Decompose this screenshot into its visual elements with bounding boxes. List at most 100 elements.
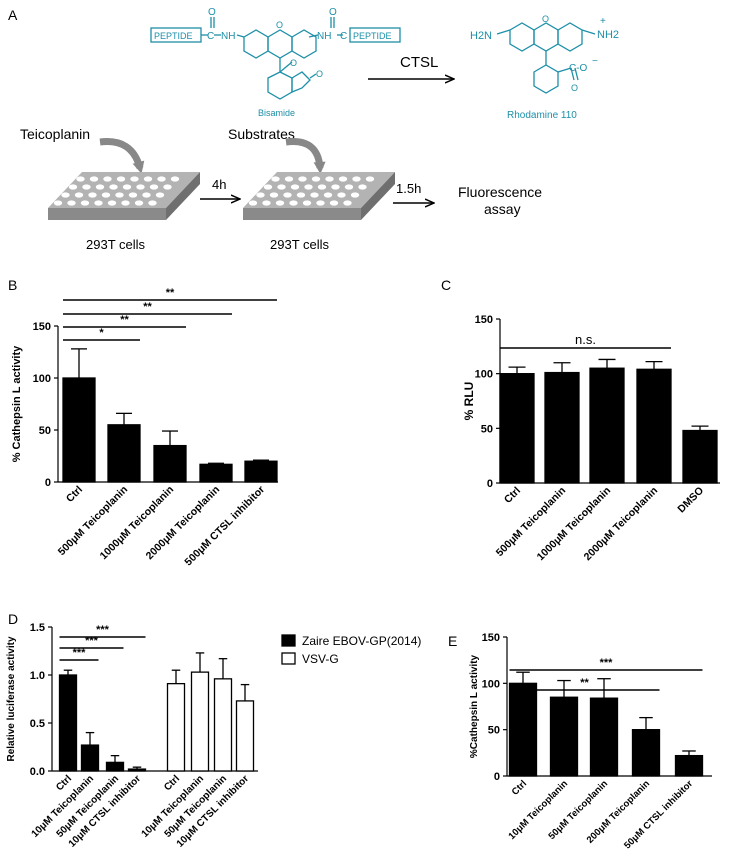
well — [283, 192, 292, 198]
ring-left — [243, 29, 269, 59]
peptide-label-right: PEPTIDE — [353, 31, 392, 41]
well — [149, 184, 159, 190]
category-label: Ctrl — [64, 484, 85, 505]
significance-label: *** — [96, 624, 110, 636]
panel-e-letter: E — [448, 633, 457, 649]
y-axis-label: % Cathepsin L activity — [11, 345, 23, 462]
legend-swatch — [281, 634, 296, 647]
well — [121, 200, 130, 206]
well-plate-2 — [243, 172, 395, 220]
well — [88, 192, 97, 198]
nh-label-right: NH — [317, 31, 331, 42]
well — [163, 184, 172, 190]
well — [344, 184, 354, 190]
well — [170, 176, 180, 182]
y-tick-label: 0.5 — [30, 718, 45, 730]
well — [134, 200, 144, 206]
bar — [499, 373, 535, 484]
well — [262, 200, 271, 206]
significance-label: n.s. — [575, 332, 596, 347]
well — [136, 184, 145, 190]
y-tick-label: 150 — [33, 321, 51, 333]
well — [323, 192, 333, 198]
well — [350, 192, 360, 198]
bar — [589, 697, 619, 777]
bar — [80, 744, 100, 772]
well — [329, 200, 339, 206]
bar — [508, 682, 538, 777]
significance-label: * — [99, 327, 104, 339]
ring-center — [267, 29, 293, 59]
well — [53, 200, 63, 206]
rhodamine-structure — [496, 22, 596, 94]
category-label: Ctrl — [502, 485, 523, 506]
bar — [213, 678, 233, 772]
well — [143, 176, 153, 182]
well — [74, 192, 84, 198]
rhodamine-minus: − — [592, 56, 598, 67]
y-tick-label: 1.0 — [30, 670, 45, 682]
y-axis-label: % RLU — [462, 382, 476, 421]
significance-label: *** — [85, 635, 99, 647]
well — [331, 184, 340, 190]
legend-swatch — [281, 652, 296, 665]
category-label: Ctrl — [510, 778, 529, 797]
well — [284, 176, 294, 182]
bisamide-label: Bisamide — [258, 108, 295, 118]
well — [316, 200, 325, 206]
well — [317, 184, 327, 190]
well — [82, 184, 91, 190]
y-tick-label: 50 — [39, 425, 51, 437]
well — [116, 176, 126, 182]
well — [142, 192, 151, 198]
bar — [235, 700, 255, 772]
incubation-time-2: 1.5h — [396, 181, 421, 196]
well — [271, 176, 280, 182]
well — [310, 192, 319, 198]
panel-d-letter: D — [8, 611, 18, 627]
rhodamine-amine-right: NH2 — [597, 29, 619, 41]
category-label: 500μM CTSL inhibitor — [182, 484, 267, 569]
well — [157, 176, 166, 182]
rhodamine-plus: + — [600, 16, 606, 27]
legend-label: VSV-G — [302, 652, 339, 666]
well — [298, 176, 307, 182]
well — [296, 192, 306, 198]
well — [89, 176, 99, 182]
y-tick-label: 0 — [487, 478, 493, 490]
significance-label: ** — [580, 677, 589, 689]
well — [68, 184, 78, 190]
well — [325, 176, 334, 182]
well — [67, 200, 76, 206]
rhodamine-carboxylate: C-O — [569, 63, 588, 74]
ring-o-lactone: O — [290, 58, 297, 68]
ring-o-keto: O — [316, 69, 323, 79]
well — [256, 192, 265, 198]
significance-label: ** — [143, 301, 152, 313]
substrates-label: Substrates — [228, 126, 295, 142]
well — [365, 176, 375, 182]
ring-lower — [267, 71, 293, 100]
addition-arrow-1 — [99, 138, 145, 174]
carbon-label-left: C — [207, 31, 214, 42]
cells-label-1: 293T cells — [86, 237, 146, 252]
bar — [682, 429, 718, 484]
significance-label: *** — [600, 657, 614, 669]
well — [311, 176, 321, 182]
y-tick-label: 50 — [481, 423, 493, 435]
bar — [549, 696, 579, 777]
bar — [107, 424, 141, 483]
enzyme-label: CTSL — [400, 54, 438, 71]
y-tick-label: 100 — [33, 373, 51, 385]
bar — [589, 367, 625, 484]
y-tick-label: 0 — [494, 771, 500, 783]
well — [122, 184, 132, 190]
well — [95, 184, 105, 190]
well — [338, 176, 348, 182]
y-tick-label: 100 — [482, 678, 500, 690]
bar — [199, 463, 233, 483]
addition-arrow-2 — [285, 138, 326, 174]
